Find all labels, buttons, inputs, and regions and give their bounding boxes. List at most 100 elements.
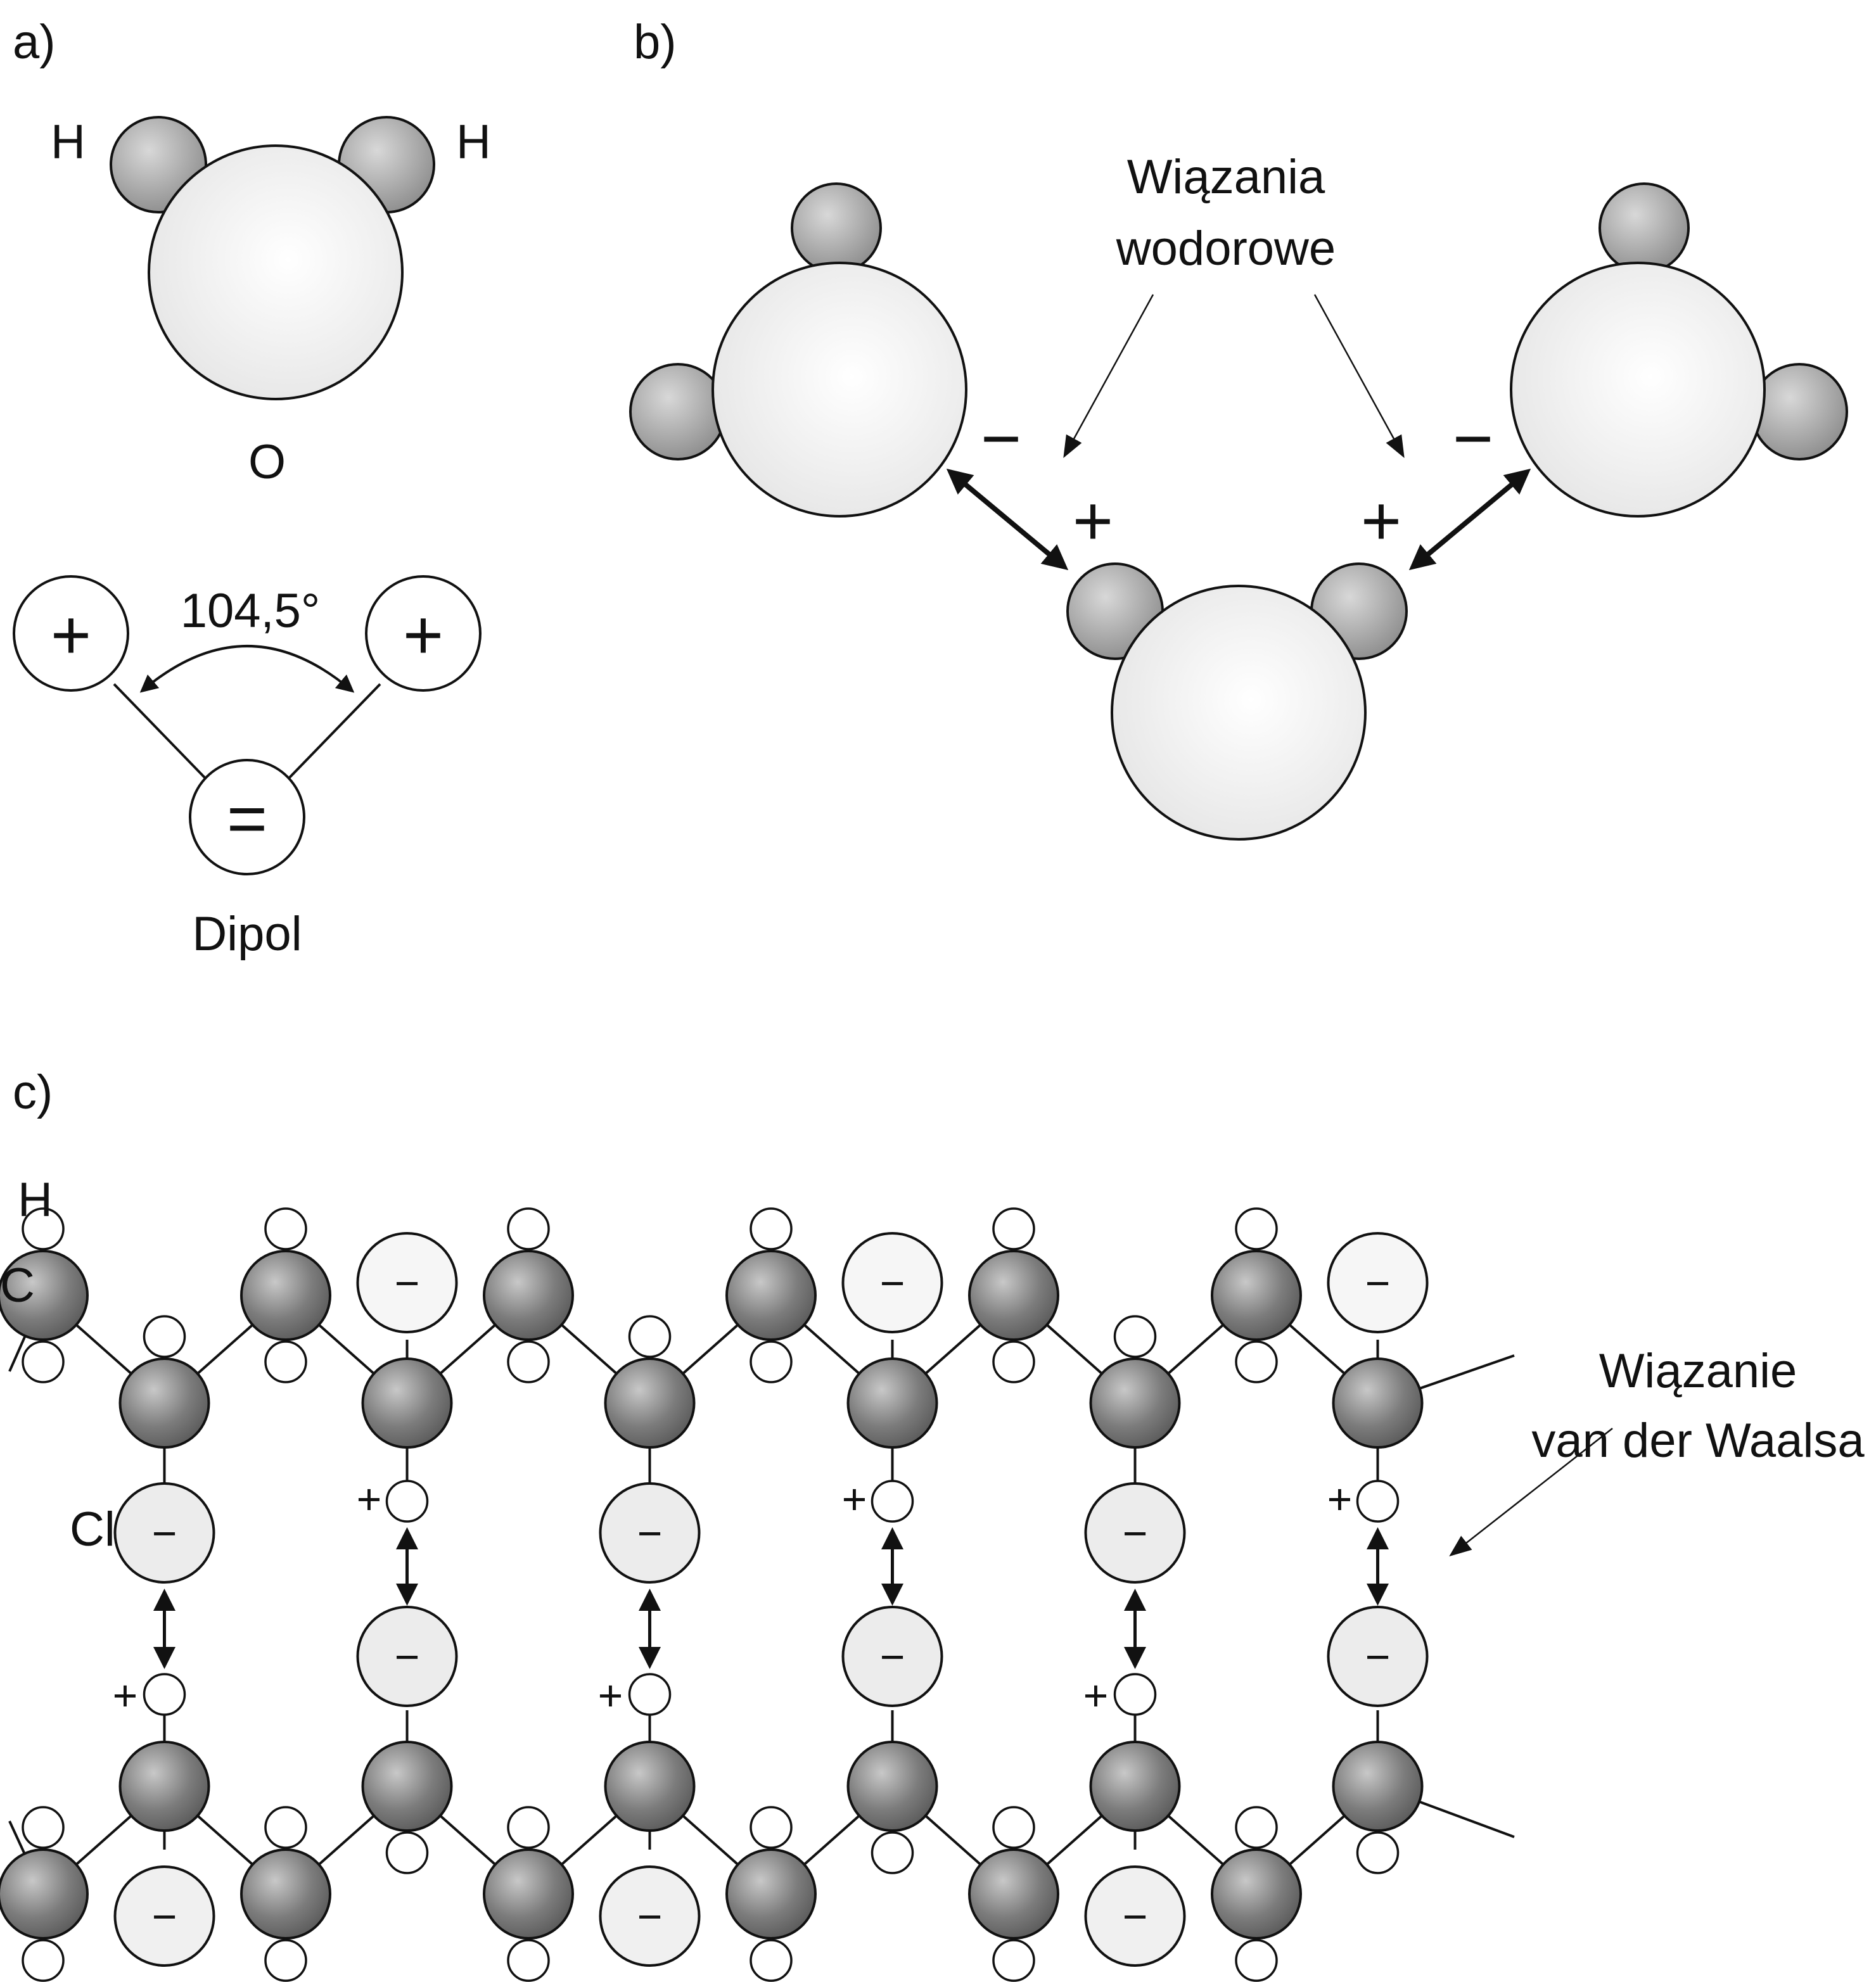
carbon-atom [0, 1250, 89, 1341]
angle-label: 104,5° [181, 584, 321, 638]
annotation-line-2: van der Waalsa [1531, 1414, 1865, 1468]
carbon-atom [118, 1357, 210, 1449]
carbon-atom [846, 1741, 938, 1832]
minus-sign: − [395, 1259, 420, 1307]
hydrogen-atom [628, 1673, 672, 1716]
polymer-chain-bottom: +−−+−−+−− [0, 1606, 1515, 1982]
carbon-atom [1089, 1357, 1181, 1449]
angle-arrow [139, 645, 355, 693]
annotation-pointer-right [1313, 294, 1405, 459]
minus-sign: − [637, 1509, 663, 1558]
chlorine-atom [1084, 1865, 1186, 1967]
hydrogen-bond-arrow-right [1408, 468, 1531, 571]
hydrogen-bond-arrow-left [946, 468, 1069, 571]
chlorine-atom [599, 1865, 701, 1967]
hydrogen-atom [1113, 1673, 1157, 1716]
plus-sign: + [357, 1475, 382, 1523]
oxygen-atom [1510, 262, 1766, 518]
carbon-atom [968, 1250, 1059, 1341]
carbon-atom [1332, 1741, 1424, 1832]
panel-b: b) − − + + Wiązania wodorowe [629, 15, 1848, 841]
chlorine-atom [841, 1606, 943, 1707]
minus-sign: − [1123, 1893, 1148, 1941]
carbon-atom [604, 1741, 696, 1832]
chain-carbon-atoms [0, 1250, 1424, 1449]
hydrogen-atom [143, 1673, 186, 1716]
minus-sign: − [395, 1633, 420, 1681]
chain-substituents: −−+−−+−−+ [22, 1207, 1429, 1584]
minus-sign: − [1365, 1633, 1391, 1681]
carbon-atom [0, 1848, 89, 1940]
hydrogen-atom [629, 363, 727, 461]
atom-label-h-left: H [51, 115, 86, 169]
carbon-atom [1332, 1357, 1424, 1449]
minus-sign: − [981, 400, 1021, 478]
carbon-atom [240, 1848, 331, 1940]
chlorine-atom [113, 1865, 215, 1967]
hydrogen-atom [264, 1207, 307, 1250]
annotation-line-2: wodorowe [1116, 222, 1336, 276]
hydrogen-atom [264, 1340, 307, 1383]
hydrogen-atom [750, 1207, 793, 1250]
minus-sign: − [880, 1259, 905, 1307]
hydrogen-atom [871, 1831, 914, 1874]
atom-label-h-right: H [456, 115, 491, 169]
dipole-negative [189, 759, 305, 875]
chlorine-atom [113, 1482, 215, 1584]
hydrogen-atom [22, 1939, 65, 1982]
plus-sign: + [51, 596, 91, 674]
van-der-waals-interactions [153, 1527, 1389, 1669]
chlorine-atom [1084, 1482, 1186, 1584]
hydrogen-atom [1356, 1831, 1400, 1874]
hydrogen-atom [992, 1806, 1035, 1849]
plus-sign: + [842, 1475, 867, 1523]
chlorine-atom [841, 1232, 943, 1333]
hydrogen-atom [507, 1939, 550, 1982]
carbon-atom [118, 1741, 210, 1832]
hydrogen-atom [22, 1806, 65, 1849]
oxygen-atom [1111, 585, 1367, 841]
carbon-atom [483, 1848, 574, 1940]
hydrogen-atom [22, 1340, 65, 1383]
water-molecule-right [1510, 182, 1848, 518]
atom-label-h: H [18, 1173, 53, 1227]
minus-sign: − [1123, 1509, 1148, 1558]
hydrogen-atom [1113, 1315, 1157, 1358]
dipole-positive-left [13, 575, 129, 692]
hydrogen-atom [143, 1315, 186, 1358]
hydrogen-atom [264, 1939, 307, 1982]
hydrogen-atom [992, 1340, 1035, 1383]
carbon-atom [604, 1357, 696, 1449]
panel-a: a) H H O + + = 104,5° Dipol [13, 15, 491, 961]
dipole-bond-left [113, 683, 217, 790]
dipole-positive-right [365, 575, 482, 692]
hydrogen-atom [507, 1340, 550, 1383]
oxygen-atom [711, 262, 967, 518]
hydrogen-atom [1598, 182, 1690, 274]
chlorine-atom [1327, 1606, 1429, 1707]
carbon-atom [1089, 1741, 1181, 1832]
carbon-atom [725, 1250, 817, 1341]
hydrogen-atom [1356, 1480, 1400, 1523]
minus-sign: − [880, 1633, 905, 1681]
hydrogen-atom [1235, 1340, 1278, 1383]
hydrogen-atom [507, 1207, 550, 1250]
carbon-atom [361, 1357, 453, 1449]
hydrogen-atom [750, 1806, 793, 1849]
chain-substituents: +−−+−−+−− [22, 1606, 1429, 1982]
plus-sign: + [1327, 1475, 1353, 1523]
hydrogen-atom [385, 1831, 429, 1874]
annotation-line-1: Wiązanie [1599, 1344, 1797, 1398]
hydrogen-atom [871, 1480, 914, 1523]
chlorine-atom [599, 1482, 701, 1584]
hydrogen-atom [264, 1806, 307, 1849]
water-molecule [110, 116, 435, 400]
chlorine-atom [1327, 1232, 1429, 1333]
plus-sign: + [1361, 482, 1401, 560]
hydrogen-atom [992, 1939, 1035, 1982]
chlorine-atom [356, 1232, 458, 1333]
hydrogen-atom [992, 1207, 1035, 1250]
hydrogen-atom [1751, 363, 1848, 461]
panel-b-label: b) [634, 15, 677, 69]
atom-label-cl: Cl [70, 1502, 115, 1556]
